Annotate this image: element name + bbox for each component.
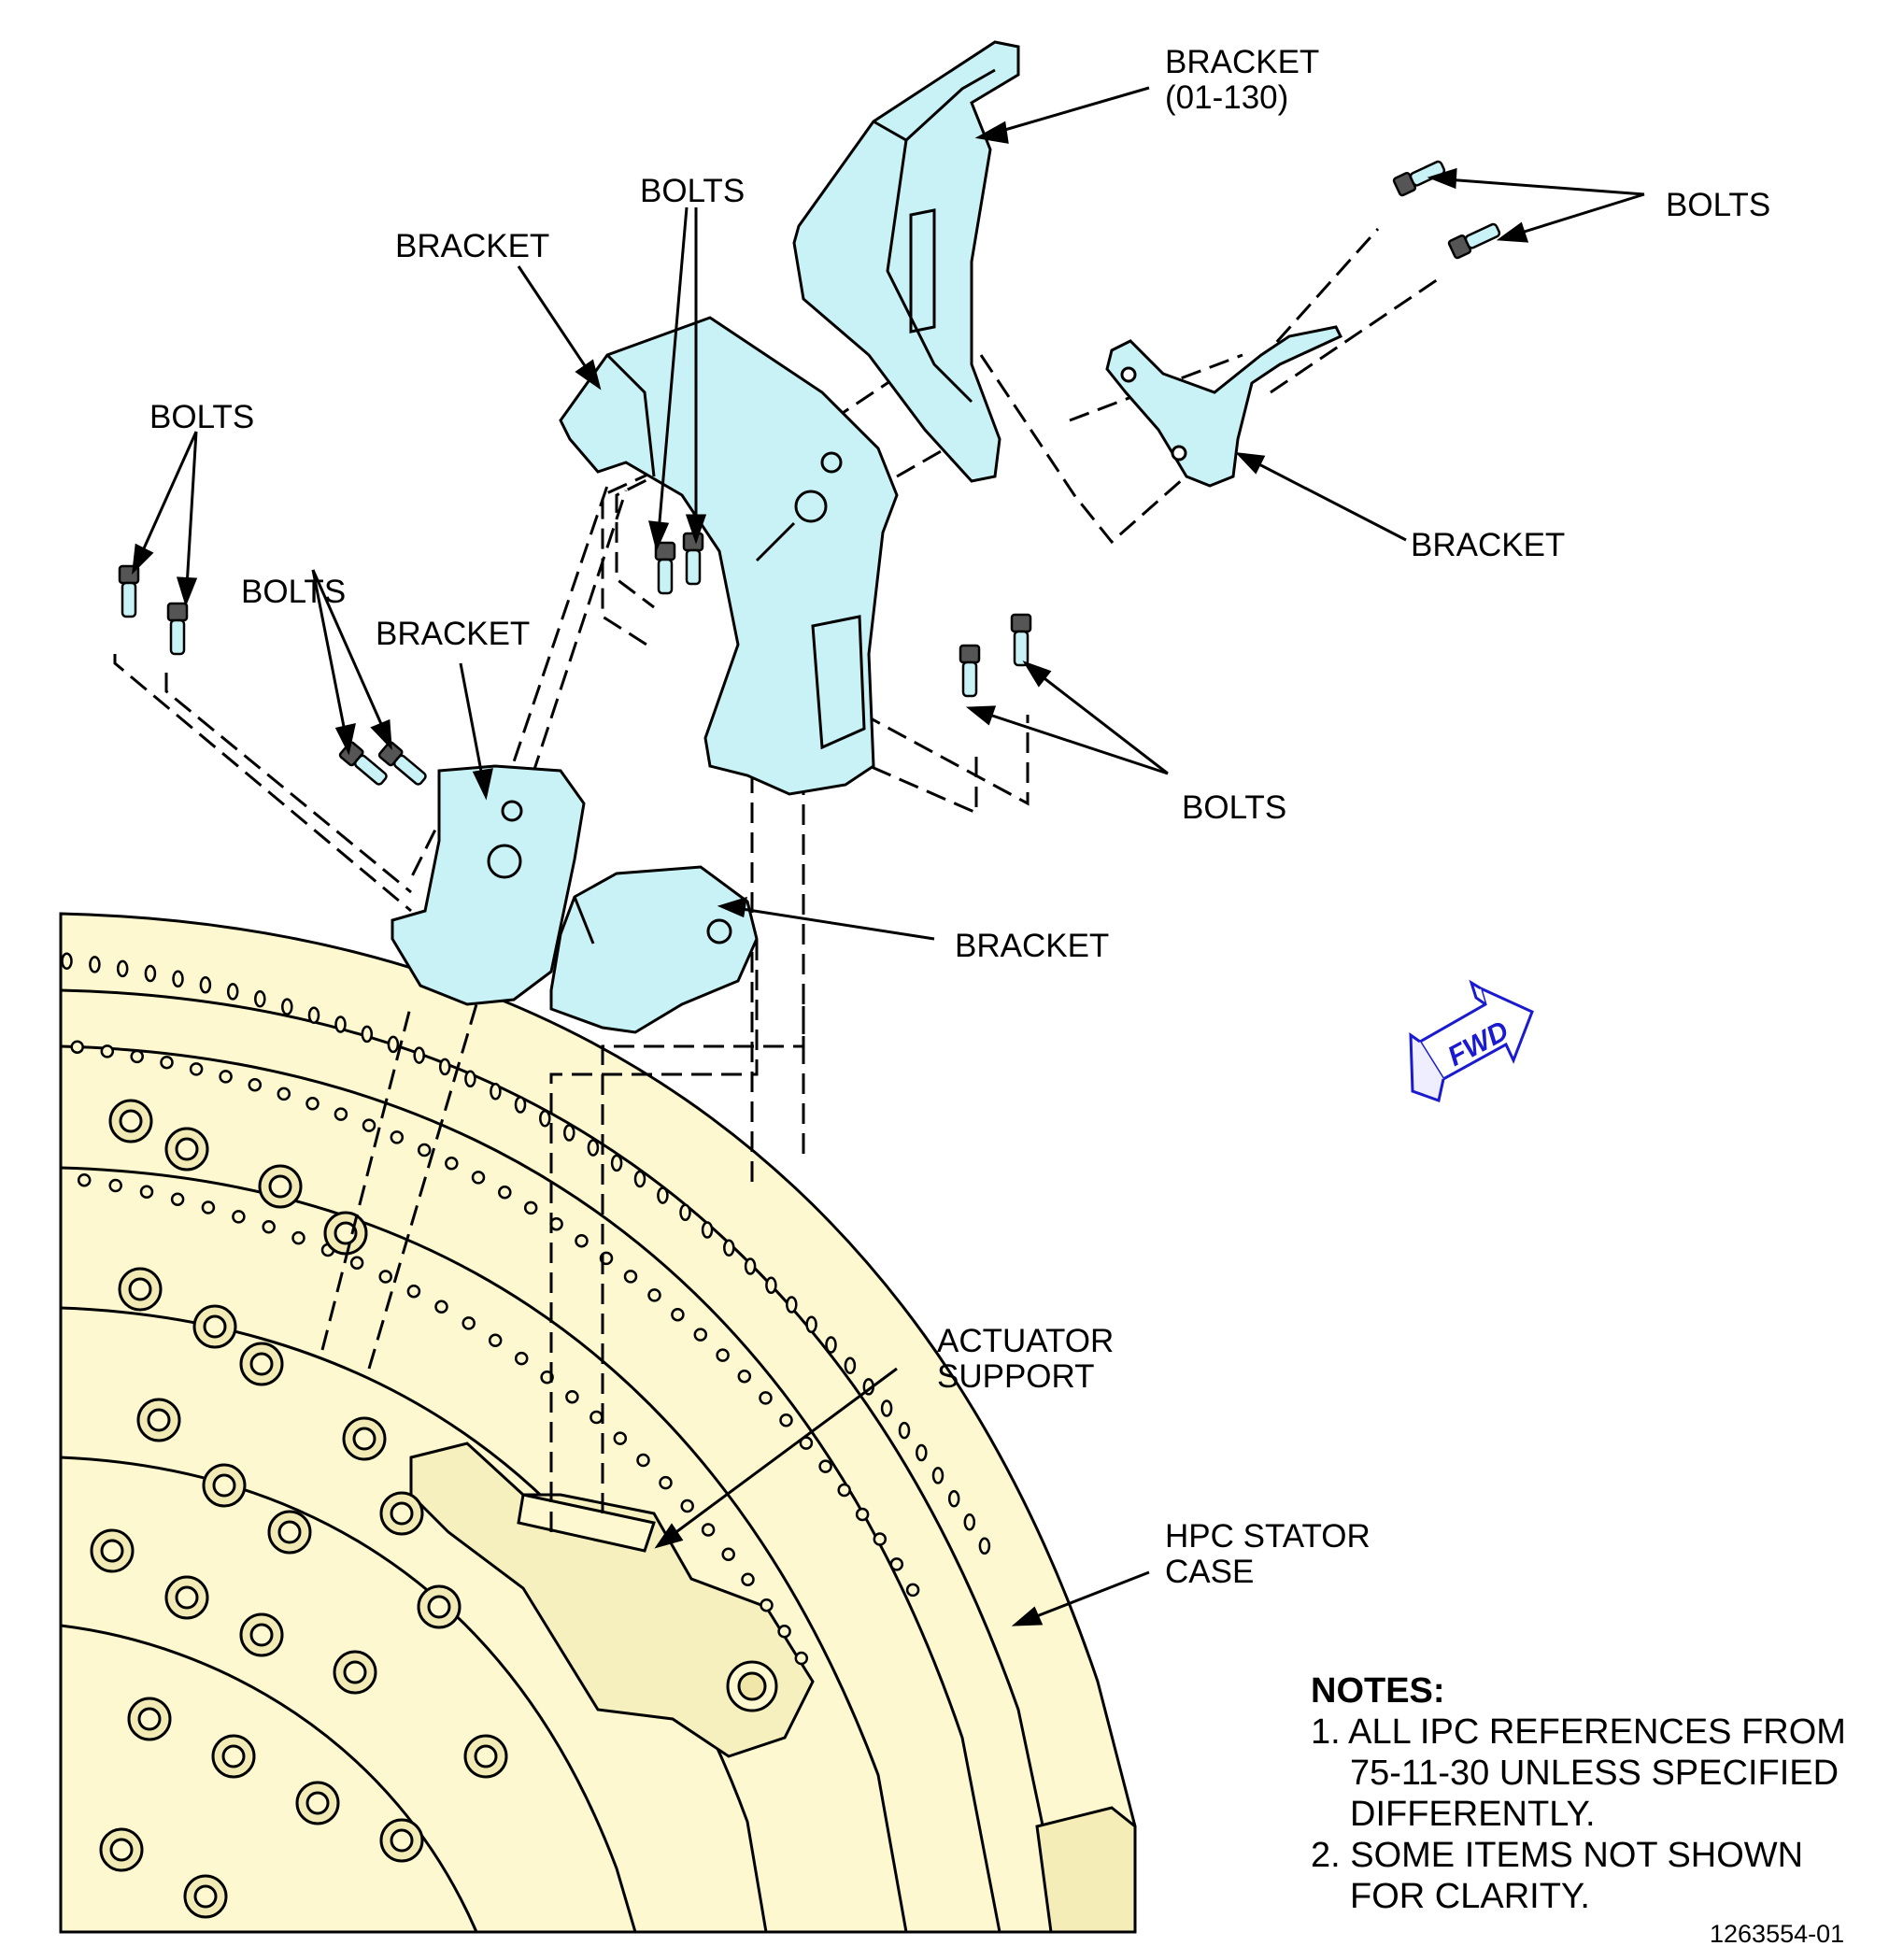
- label-bolts-right-mid: BOLTS: [1182, 789, 1287, 826]
- bolt-icon: [654, 541, 676, 595]
- bolt-icon: [682, 532, 704, 586]
- bolt-icon: [1392, 160, 1446, 197]
- callout-leaders: [132, 86, 1645, 1626]
- label-bolts-top-right: BOLTS: [1666, 187, 1771, 223]
- bracket-left-mid-part: [391, 764, 586, 1006]
- bolt-icon: [959, 644, 981, 698]
- notes-title: NOTES:: [1311, 1671, 1445, 1711]
- label-bolts-left: BOLTS: [149, 399, 255, 435]
- label-bracket-right: BRACKET: [1411, 527, 1566, 563]
- bolt-icon: [338, 741, 388, 786]
- assembly-dashed-lines: [113, 227, 1444, 1532]
- figure-number: 1263554-01: [1710, 1920, 1845, 1948]
- bolt-icon: [1447, 222, 1501, 260]
- label-bracket-left-mid: BRACKET: [376, 616, 531, 652]
- label-actuator-support: ACTUATOR SUPPORT: [937, 1323, 1115, 1395]
- note-item: 1. ALL IPC REFERENCES FROM 75-11-30 UNLE…: [1311, 1712, 1846, 1834]
- bracket-lower-part: [549, 865, 759, 1034]
- bracket-01-130-part: [792, 40, 1020, 483]
- label-bracket-top-center: BRACKET: [395, 228, 550, 264]
- bolt-icon: [166, 602, 189, 656]
- label-bolts-left-mid: BOLTS: [241, 574, 347, 610]
- notes-block: NOTES: 1. ALL IPC REFERENCES FROM 75-11-…: [1311, 1670, 1871, 1917]
- case-hole-pattern: [61, 952, 991, 1666]
- bracket-top-center-part: [559, 316, 899, 796]
- label-bolts-top-center: BOLTS: [640, 173, 746, 209]
- bolt-icon: [118, 564, 140, 618]
- label-hpc-stator-case: HPC STATOR CASE: [1165, 1518, 1371, 1590]
- fwd-direction-arrow: FWD: [1409, 979, 1534, 1102]
- label-bracket-01-130: BRACKET (01-130): [1165, 44, 1320, 116]
- label-bracket-lower: BRACKET: [955, 928, 1110, 964]
- bolt-icon: [1010, 613, 1032, 667]
- bracket-right-part: [1105, 325, 1343, 488]
- bolt-icon: [377, 741, 427, 786]
- bolt-set: [118, 160, 1501, 786]
- note-item: 2. SOME ITEMS NOT SHOWN FOR CLARITY.: [1311, 1836, 1804, 1916]
